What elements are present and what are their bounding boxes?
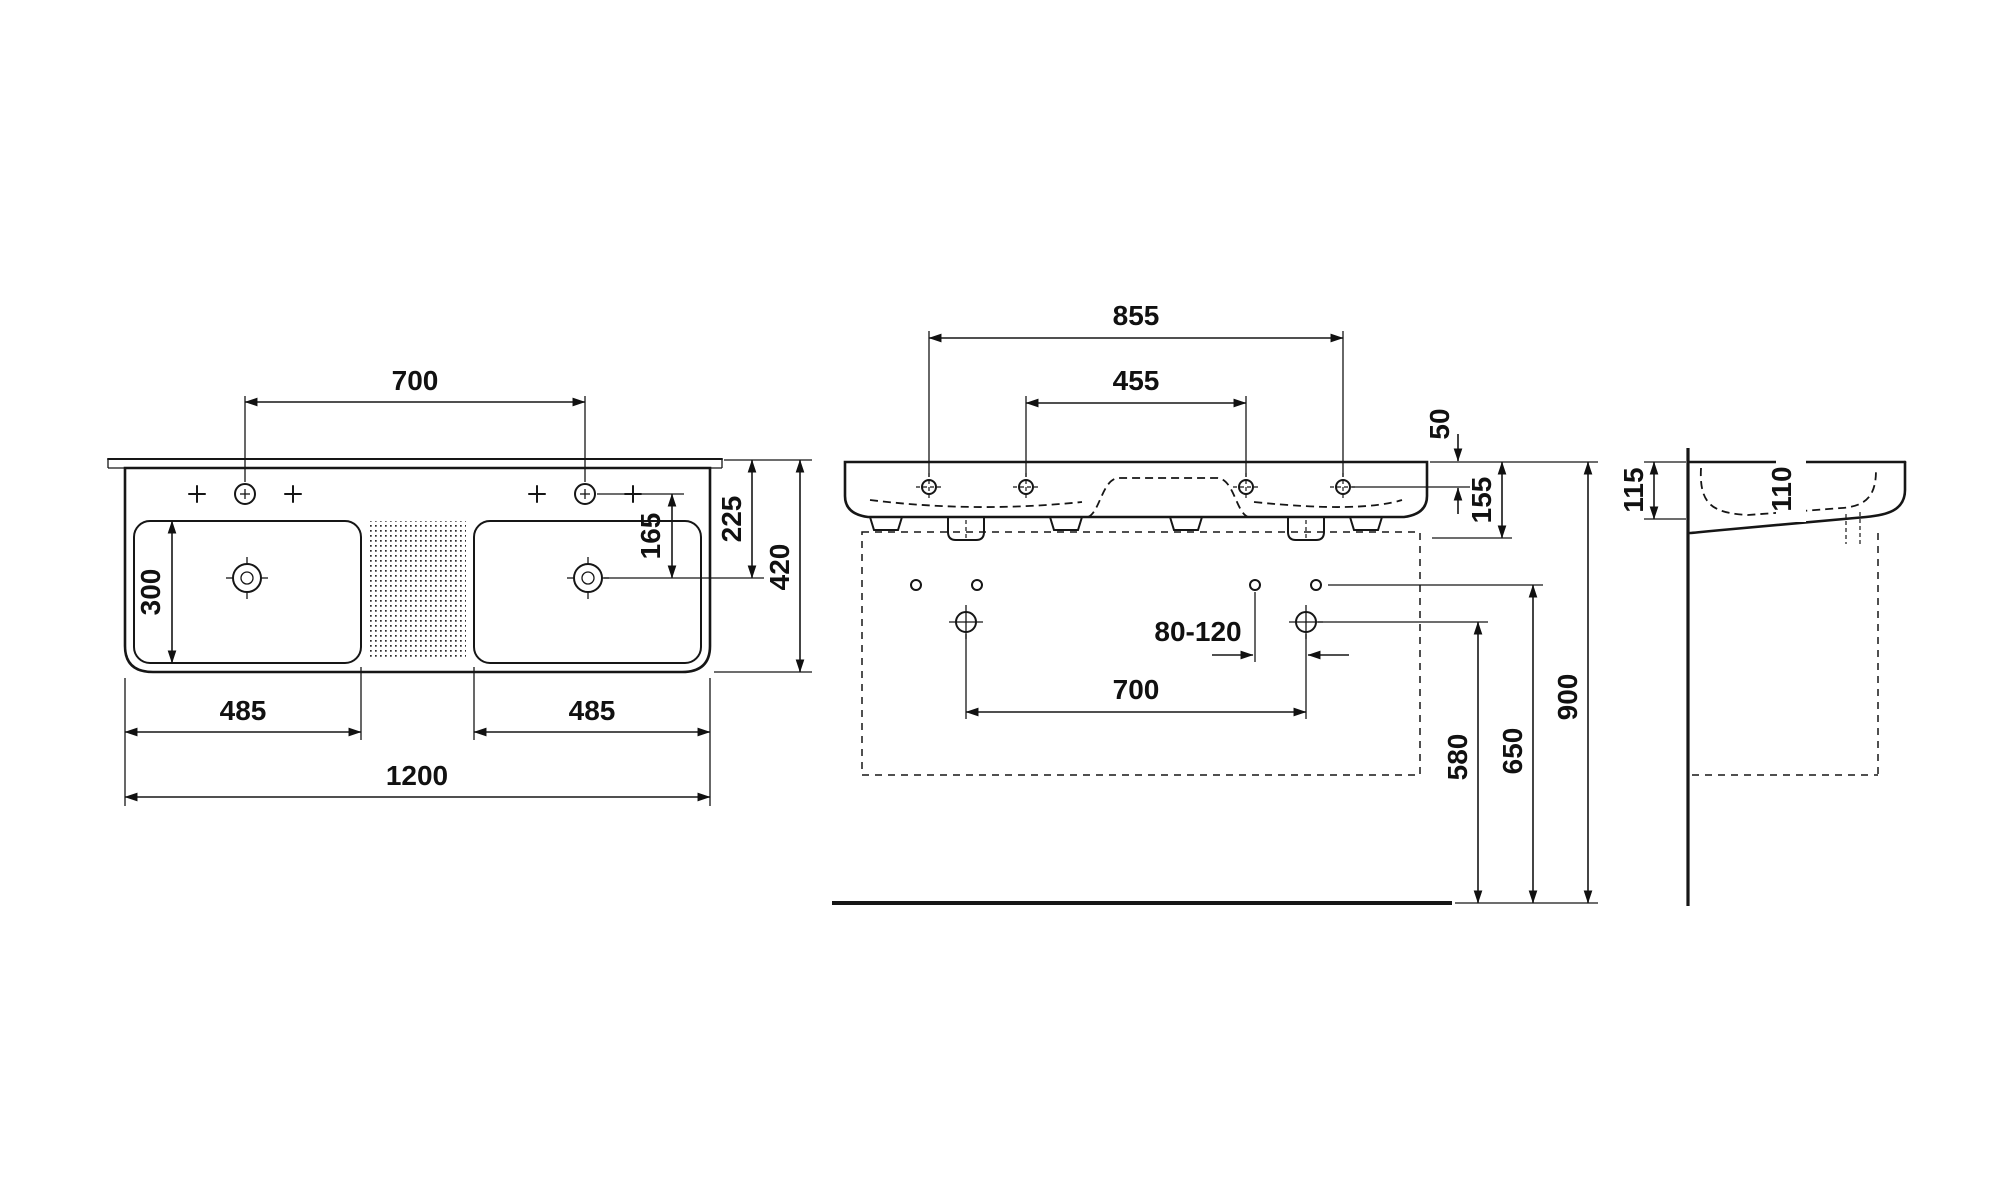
- front-dim-label-580: 580: [1442, 734, 1473, 781]
- front-dim-label-900: 900: [1552, 674, 1583, 721]
- front-dim-label-650: 650: [1497, 728, 1528, 775]
- plan-dim-overall-width: 1200: [124, 760, 711, 802]
- front-hidden-basin-left: [869, 499, 1083, 508]
- front-fixing-tab-right: [1287, 516, 1325, 541]
- side-hidden-bowl-contour: [1699, 467, 1877, 516]
- plan-dim-faucet-spacing: 700: [244, 365, 586, 482]
- front-dim-body-height: 155: [1432, 461, 1512, 539]
- side-body-outline: [1688, 460, 1907, 535]
- front-dim-label-50: 50: [1424, 408, 1455, 439]
- plan-basin-left: [133, 520, 362, 664]
- front-hidden-center-contour: [1087, 477, 1249, 518]
- front-wall-hole: [971, 579, 983, 591]
- front-wall-hole: [910, 579, 922, 591]
- front-foot: [1049, 516, 1083, 531]
- plan-center-grate-texture: [370, 521, 466, 659]
- front-dim-rim-height: 900: [1455, 461, 1598, 904]
- front-dim-label-700: 700: [1113, 674, 1160, 705]
- plan-dim-label-420: 420: [764, 544, 795, 591]
- front-deck-hole: [916, 473, 942, 501]
- front-dim-hole-height: 650: [1328, 584, 1543, 904]
- plan-dim-overall-depth: 420: [714, 459, 812, 673]
- front-foot: [1169, 516, 1203, 531]
- side-dim-label-110: 110: [1766, 466, 1797, 511]
- front-dim-bolt-spacing: 700: [965, 634, 1307, 719]
- plan-dim-label-300: 300: [135, 569, 166, 616]
- front-view: 855 455 50 155 80-120: [832, 300, 1598, 905]
- front-dim-label-455: 455: [1113, 365, 1160, 396]
- front-dim-bolt-height: 580: [1318, 621, 1488, 904]
- front-deck-hole: [1013, 473, 1039, 501]
- plan-drain-right: [567, 557, 609, 599]
- front-dim-outer-holes: 855: [928, 300, 1344, 477]
- side-dim-bowl-depth: 110: [1766, 458, 1806, 522]
- plan-dim-drain-outer: 225: [604, 459, 812, 579]
- plan-dim-basin-left-width: 485: [124, 667, 362, 806]
- plan-dim-label-485-right: 485: [569, 695, 616, 726]
- plan-view: 700 300 165 225 420: [107, 365, 812, 806]
- plan-faucet-hole-left: [188, 483, 302, 505]
- front-fixing-bolt-left: [949, 605, 983, 639]
- front-dim-inner-holes: 455: [1025, 365, 1247, 477]
- front-deck-hole: [1330, 473, 1356, 501]
- plan-body-outline: [123, 466, 712, 674]
- plan-drain-left: [226, 557, 268, 599]
- front-deck-hole: [1233, 473, 1259, 501]
- front-foot: [1349, 516, 1383, 531]
- plan-dim-label-485-left: 485: [220, 695, 267, 726]
- front-body-outline: [843, 460, 1429, 519]
- side-view: 115 110: [1618, 448, 1907, 906]
- plan-dim-label-1200: 1200: [386, 760, 448, 791]
- front-dim-label-80-120: 80-120: [1154, 616, 1241, 647]
- front-hidden-basin-right: [1253, 499, 1403, 508]
- front-dim-fixing-range: 80-120: [1154, 592, 1349, 662]
- front-wall-hole: [1249, 579, 1261, 591]
- front-dim-label-855: 855: [1113, 300, 1160, 331]
- front-fixing-bolt-right: [1289, 605, 1323, 639]
- front-dim-top-to-hole: 50: [1352, 408, 1598, 514]
- plan-dim-drain-inner: 165: [597, 493, 684, 579]
- side-dim-front-edge-height: 115: [1618, 461, 1686, 520]
- front-fixing-tab-left: [947, 516, 985, 541]
- plan-dim-basin-right-width: 485: [473, 667, 711, 806]
- front-foot: [869, 516, 903, 531]
- front-wall-hole: [1310, 579, 1322, 591]
- front-installation-zone: [861, 531, 1421, 776]
- label-halo: [1776, 458, 1806, 522]
- plan-dim-label-165: 165: [635, 513, 666, 560]
- front-dim-label-155: 155: [1466, 477, 1497, 524]
- plan-dim-label-700: 700: [392, 365, 439, 396]
- plan-basin-right: [473, 520, 702, 664]
- plan-dim-basin-depth: 300: [135, 520, 177, 664]
- side-dim-label-115: 115: [1618, 467, 1649, 512]
- plan-dim-label-225: 225: [716, 496, 747, 543]
